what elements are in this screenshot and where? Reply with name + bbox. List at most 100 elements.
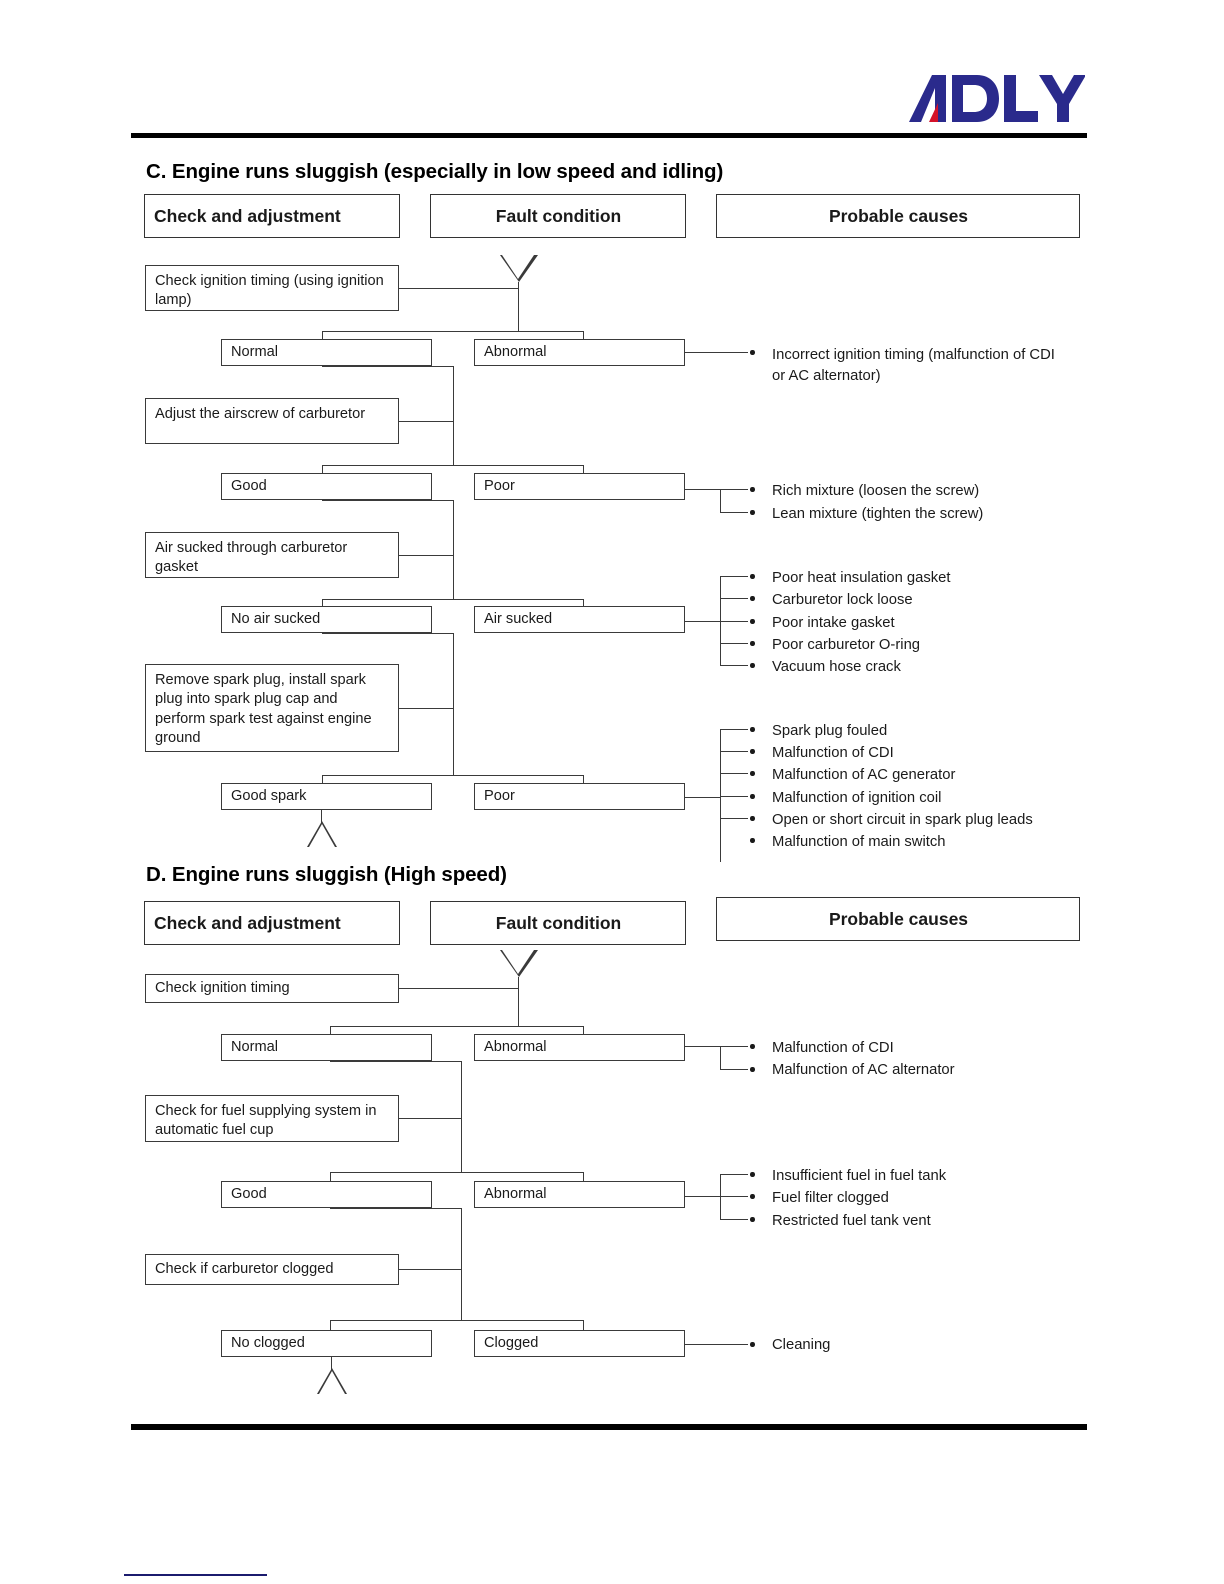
result-box-c1-pass: Normal — [221, 339, 432, 366]
cause-lead-d2 — [685, 1196, 720, 1198]
cause-stub-c2-0 — [720, 489, 748, 491]
spine-d2-top — [330, 1061, 462, 1063]
cause-bullet-c4-4 — [750, 816, 755, 821]
cause-stub-c4-1 — [720, 751, 748, 753]
cause-lead-c1 — [685, 352, 748, 354]
branch-right-d2 — [583, 1172, 585, 1182]
branch-right-c1 — [583, 331, 585, 340]
cause-stub-d1-0 — [720, 1046, 748, 1048]
cause-stub-c4-4 — [720, 818, 748, 820]
column-header-check-and-adjustment: Check and adjustment — [144, 194, 400, 238]
result-box-c3-pass: No air sucked — [221, 606, 432, 633]
cause-bullet-d3-0 — [750, 1342, 755, 1347]
cause-text-d2-1: Fuel filter clogged — [772, 1190, 889, 1206]
footer-rule — [131, 1424, 1087, 1430]
cause-lead-c3 — [685, 621, 720, 623]
link-d2-check-to-spine — [399, 1118, 462, 1120]
cause-text-d1-0: Malfunction of CDI — [772, 1040, 894, 1056]
terminator-stem-d — [331, 1357, 333, 1373]
link-c4-check-to-spine — [399, 708, 454, 710]
result-box-d1-pass: Normal — [221, 1034, 432, 1061]
cause-text-c3-4: Vacuum hose crack — [772, 659, 901, 675]
branch-left-c1 — [322, 331, 324, 340]
cause-text-c3-1: Carburetor lock loose — [772, 592, 913, 608]
cause-stub-c3-3 — [720, 643, 748, 645]
cause-text-c2-0: Rich mixture (loosen the screw) — [772, 483, 980, 499]
branch-bar-d1 — [330, 1026, 584, 1028]
cause-lead-d3 — [685, 1344, 748, 1346]
cause-stub-c4-0 — [720, 729, 748, 731]
cause-text-c4-3: Malfunction of ignition coil — [772, 790, 942, 806]
spine-d1 — [518, 977, 520, 1026]
cause-lead-c2 — [685, 489, 720, 491]
branch-right-c2 — [583, 465, 585, 474]
cause-text-c4-1: Malfunction of CDI — [772, 745, 894, 761]
cause-text-c3-3: Poor carburetor O-ring — [772, 637, 921, 653]
cause-stub-c3-1 — [720, 598, 748, 600]
cause-bullet-c2-1 — [750, 510, 755, 515]
cause-bullet-d1-1 — [750, 1067, 755, 1072]
branch-bar-d3 — [330, 1320, 584, 1322]
cause-bullet-c3-3 — [750, 641, 755, 646]
branch-left-d2 — [330, 1172, 332, 1182]
cause-stub-c3-2 — [720, 621, 748, 623]
cause-bullet-c3-4 — [750, 663, 755, 668]
cause-stub-c4-3 — [720, 796, 748, 798]
link-d1-check-to-spine — [399, 988, 519, 990]
check-box-c1: Check ignition timing (using ignition la… — [145, 265, 399, 311]
column-header-probable-causes: Probable causes — [716, 194, 1080, 238]
cause-bullet-c4-1 — [750, 749, 755, 754]
cause-stub-d2-2 — [720, 1219, 748, 1221]
cause-stub-c3-4 — [720, 665, 748, 667]
check-box-c2: Adjust the airscrew of carburetor — [145, 398, 399, 444]
branch-left-c3 — [322, 599, 324, 608]
cause-bullet-c3-0 — [750, 574, 755, 579]
spine-c4 — [453, 633, 455, 776]
link-c2-check-to-spine — [399, 421, 454, 423]
branch-left-c2 — [322, 465, 324, 474]
column-header-probable-causes-d: Probable causes — [716, 897, 1080, 941]
result-box-d1-fail: Abnormal — [474, 1034, 685, 1061]
cause-spine-c2 — [720, 489, 722, 513]
result-box-c4-pass: Good spark — [221, 783, 432, 810]
result-box-d2-pass: Good — [221, 1181, 432, 1208]
cause-bullet-d2-0 — [750, 1172, 755, 1177]
branch-bar-c3 — [322, 599, 584, 601]
spine-d3-top — [330, 1208, 462, 1210]
spine-d3 — [461, 1208, 463, 1321]
section-d-title: D. Engine runs sluggish (High speed) — [146, 863, 507, 886]
branch-left-d1 — [330, 1026, 332, 1035]
branch-left-c4 — [322, 775, 324, 784]
cause-lead-d1 — [685, 1046, 720, 1048]
result-box-c1-fail: Abnormal — [474, 339, 685, 366]
column-header-fault-condition: Fault condition — [430, 194, 686, 238]
cause-bullet-c4-2 — [750, 771, 755, 776]
branch-right-c4 — [583, 775, 585, 784]
branch-bar-d2 — [330, 1172, 584, 1174]
link-c3-check-to-spine — [399, 555, 454, 557]
cause-text-c4-0: Spark plug fouled — [772, 723, 888, 739]
adly-logo — [905, 70, 1086, 128]
cause-bullet-d2-2 — [750, 1217, 755, 1222]
cause-bullet-c3-2 — [750, 619, 755, 624]
spine-c1 — [518, 282, 520, 332]
result-box-d2-fail: Abnormal — [474, 1181, 685, 1208]
cause-stub-d2-0 — [720, 1174, 748, 1176]
spine-c3 — [453, 500, 455, 600]
column-header-check-and-adjustment-d: Check and adjustment — [144, 901, 400, 945]
branch-right-d1 — [583, 1026, 585, 1035]
cause-text-c2-1: Lean mixture (tighten the screw) — [772, 506, 984, 522]
cause-bullet-c4-5 — [750, 838, 755, 843]
branch-left-d3 — [330, 1320, 332, 1330]
cause-stub-c3-0 — [720, 576, 748, 578]
cause-stub-c2-1 — [720, 512, 748, 514]
spine-c4-top — [322, 633, 454, 635]
terminator-stem-c — [321, 810, 323, 826]
cause-text-c3-0: Poor heat insulation gasket — [772, 570, 951, 586]
column-header-fault-condition-d: Fault condition — [430, 901, 686, 945]
cause-lead-c4 — [685, 797, 720, 799]
branch-bar-c4 — [322, 775, 584, 777]
cause-bullet-c1-0 — [750, 350, 755, 355]
cause-bullet-c3-1 — [750, 596, 755, 601]
result-box-c4-fail: Poor — [474, 783, 685, 810]
